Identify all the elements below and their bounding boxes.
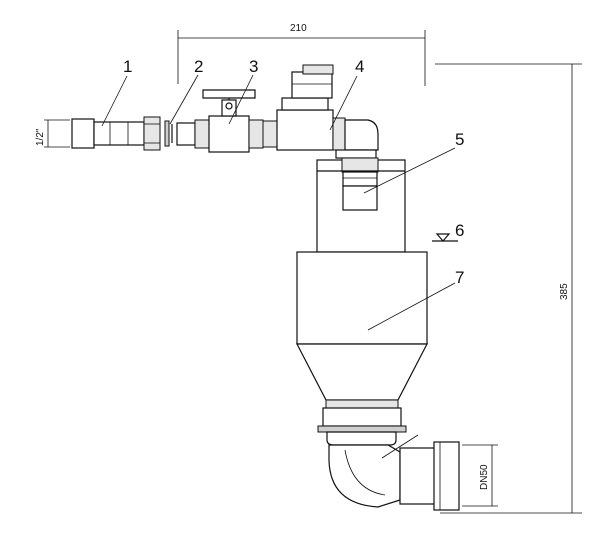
dimension-thread-size: 1/2" bbox=[35, 119, 70, 148]
dimension-label-thread: 1/2" bbox=[35, 128, 46, 146]
dimension-label-dn50: DN50 bbox=[479, 464, 490, 490]
callout-6: 6 bbox=[455, 221, 464, 240]
solenoid-valve bbox=[262, 64, 379, 159]
flexible-hose bbox=[71, 116, 161, 151]
callout-4: 4 bbox=[355, 57, 364, 76]
ball-valve bbox=[176, 89, 264, 153]
elbow-outlet bbox=[328, 441, 460, 511]
dimension-dn50: DN50 bbox=[462, 444, 498, 507]
callout-1: 1 bbox=[123, 57, 132, 76]
dimension-height-385: 385 bbox=[435, 63, 582, 514]
leader-lines bbox=[101, 74, 456, 459]
dimension-label-210: 210 bbox=[290, 23, 307, 34]
upper-tank bbox=[316, 157, 406, 253]
lower-body bbox=[296, 251, 428, 446]
dimension-width-210: 210 bbox=[177, 23, 426, 86]
callout-2: 2 bbox=[194, 57, 203, 76]
dimension-label-385: 385 bbox=[559, 283, 570, 300]
callout-7: 7 bbox=[455, 268, 464, 287]
water-level-symbol bbox=[432, 233, 458, 242]
callout-5: 5 bbox=[455, 130, 464, 149]
callout-3: 3 bbox=[249, 57, 258, 76]
gasket bbox=[164, 120, 173, 147]
